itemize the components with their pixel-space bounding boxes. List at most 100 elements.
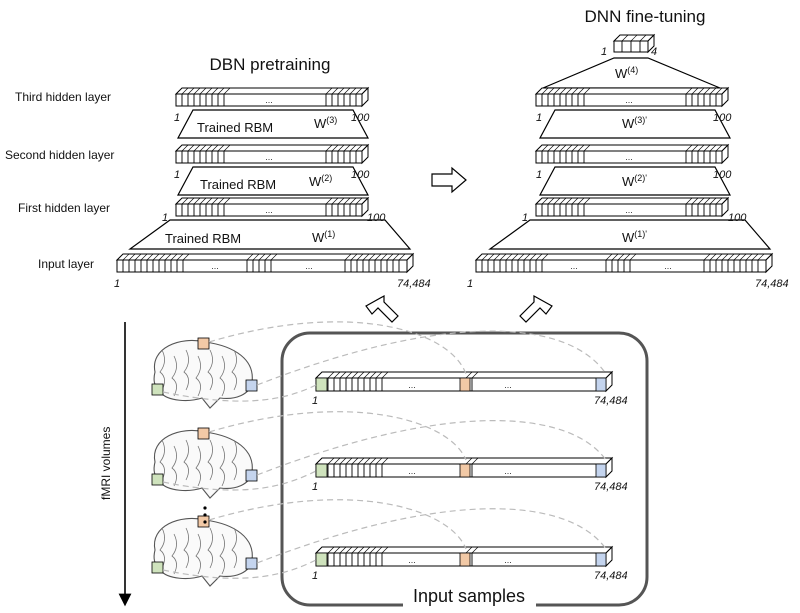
brain-gyrus: [195, 445, 201, 487]
first-hidden-layer-label: First hidden layer: [18, 201, 110, 215]
cell-divider-top: [345, 457, 353, 465]
cell-divider-top: [211, 197, 219, 205]
brain-gyrus: [207, 439, 213, 481]
cell-divider-top: [685, 144, 693, 152]
orange-voxel: [197, 337, 210, 350]
cell-divider-top: [547, 197, 555, 205]
cell-divider-top: [398, 253, 406, 261]
cell-divider-top: [187, 197, 195, 205]
bar-ellipsis: ...: [504, 555, 512, 565]
cell-divider-top: [583, 87, 591, 95]
blue-voxel-cell: [595, 552, 607, 567]
up-arrow-left: [365, 294, 399, 323]
bar-top-face: [474, 253, 774, 261]
cell-divider-top: [170, 253, 178, 261]
cell-divider-top: [355, 197, 363, 205]
brain-icon: [151, 427, 258, 499]
cell-divider-top: [471, 457, 479, 465]
w1-superscript: (1): [324, 229, 335, 239]
cell-divider-top: [325, 144, 333, 152]
cell-divider-top: [559, 87, 567, 95]
w1p-base: W: [622, 230, 635, 245]
cell-divider-top: [465, 457, 473, 465]
blue-voxel-cell: [595, 377, 607, 392]
cell-divider-top: [193, 197, 201, 205]
cell-divider-top: [511, 253, 519, 261]
cell-divider-top: [517, 253, 525, 261]
input-samples-label-bg: [403, 583, 536, 609]
cell-divider-top: [345, 371, 353, 379]
cell-divider-top: [187, 144, 195, 152]
cell-divider-top: [205, 87, 213, 95]
cell-divider-top: [523, 253, 531, 261]
voxel-connectors: [162, 321, 607, 579]
brain-gyrus: [207, 527, 213, 569]
brain-gyrus: [207, 349, 213, 391]
dnn-output-layer-bar: [612, 33, 656, 54]
cell-divider-top: [199, 144, 207, 152]
cell-divider-top: [541, 253, 549, 261]
cell-divider-top: [751, 253, 759, 261]
bar-ellipsis: ...: [625, 205, 633, 215]
cell-divider-top: [733, 253, 741, 261]
h3-start-index: 1: [174, 112, 180, 124]
cell-divider-top: [639, 34, 647, 42]
green-voxel-cell: [315, 377, 328, 392]
dbn-rbm2-trapezoid: [176, 166, 370, 196]
cell-divider-top: [381, 371, 389, 379]
dnn-w3-trapezoid: [538, 109, 732, 139]
dnn-w1-trapezoid: [488, 219, 772, 250]
dnn-input-start-index: 1: [467, 278, 473, 290]
h1-end-index: 100: [367, 212, 386, 224]
cell-divider-top: [369, 546, 377, 554]
bar-ellipsis: ...: [625, 95, 633, 105]
cell-divider-top: [337, 87, 345, 95]
w2-base: W: [309, 174, 322, 189]
second-hidden-layer-label: Second hidden layer: [5, 148, 114, 162]
brain-gyrus: [219, 445, 225, 487]
w3p-superscript: (3)': [634, 115, 647, 125]
cell-divider-top: [181, 144, 189, 152]
cell-divider-top: [331, 144, 339, 152]
cell-divider-top: [223, 197, 231, 205]
dnn-h1-start-index: 1: [522, 212, 528, 224]
cell-divider-top: [709, 253, 717, 261]
orange-voxel-cell: [459, 377, 471, 392]
cell-divider-top: [140, 253, 148, 261]
bar-front-face: [475, 259, 767, 273]
brain-gyrus: [183, 527, 189, 569]
cell-divider-top: [164, 253, 172, 261]
cell-divider-top: [158, 253, 166, 261]
green-voxel: [151, 473, 164, 486]
bar-ellipsis: ...: [305, 261, 313, 271]
output-end-index: 4: [651, 46, 657, 58]
sample-end-index: 74,484: [594, 570, 628, 582]
cell-divider-top: [351, 546, 359, 554]
cell-divider-top: [344, 253, 352, 261]
h1-start-index: 1: [162, 212, 168, 224]
cell-divider-top: [217, 87, 225, 95]
cell-divider-top: [465, 371, 473, 379]
cell-divider-top: [691, 87, 699, 95]
w2-superscript: (2): [321, 173, 332, 183]
cell-divider-top: [193, 87, 201, 95]
voxel-connector-line: [256, 508, 607, 564]
sample-start-index: 1: [312, 481, 318, 493]
dnn-h3-start-index: 1: [536, 112, 542, 124]
brain-gyrus: [231, 527, 237, 569]
brain-icon: [151, 337, 258, 409]
bar-top-face: [314, 371, 614, 379]
cell-divider-top: [325, 197, 333, 205]
cell-divider-top: [343, 197, 351, 205]
cell-divider-top: [386, 253, 394, 261]
cell-divider-top: [471, 371, 479, 379]
h2-start-index: 1: [174, 169, 180, 181]
bar-ellipsis: ...: [211, 261, 219, 271]
dbn-title: DBN pretraining: [210, 55, 331, 74]
cell-divider-top: [583, 144, 591, 152]
voxel-connector-line: [256, 330, 607, 386]
w3-superscript: (3): [326, 115, 337, 125]
cell-divider-top: [623, 253, 631, 261]
cell-divider-top: [380, 253, 388, 261]
